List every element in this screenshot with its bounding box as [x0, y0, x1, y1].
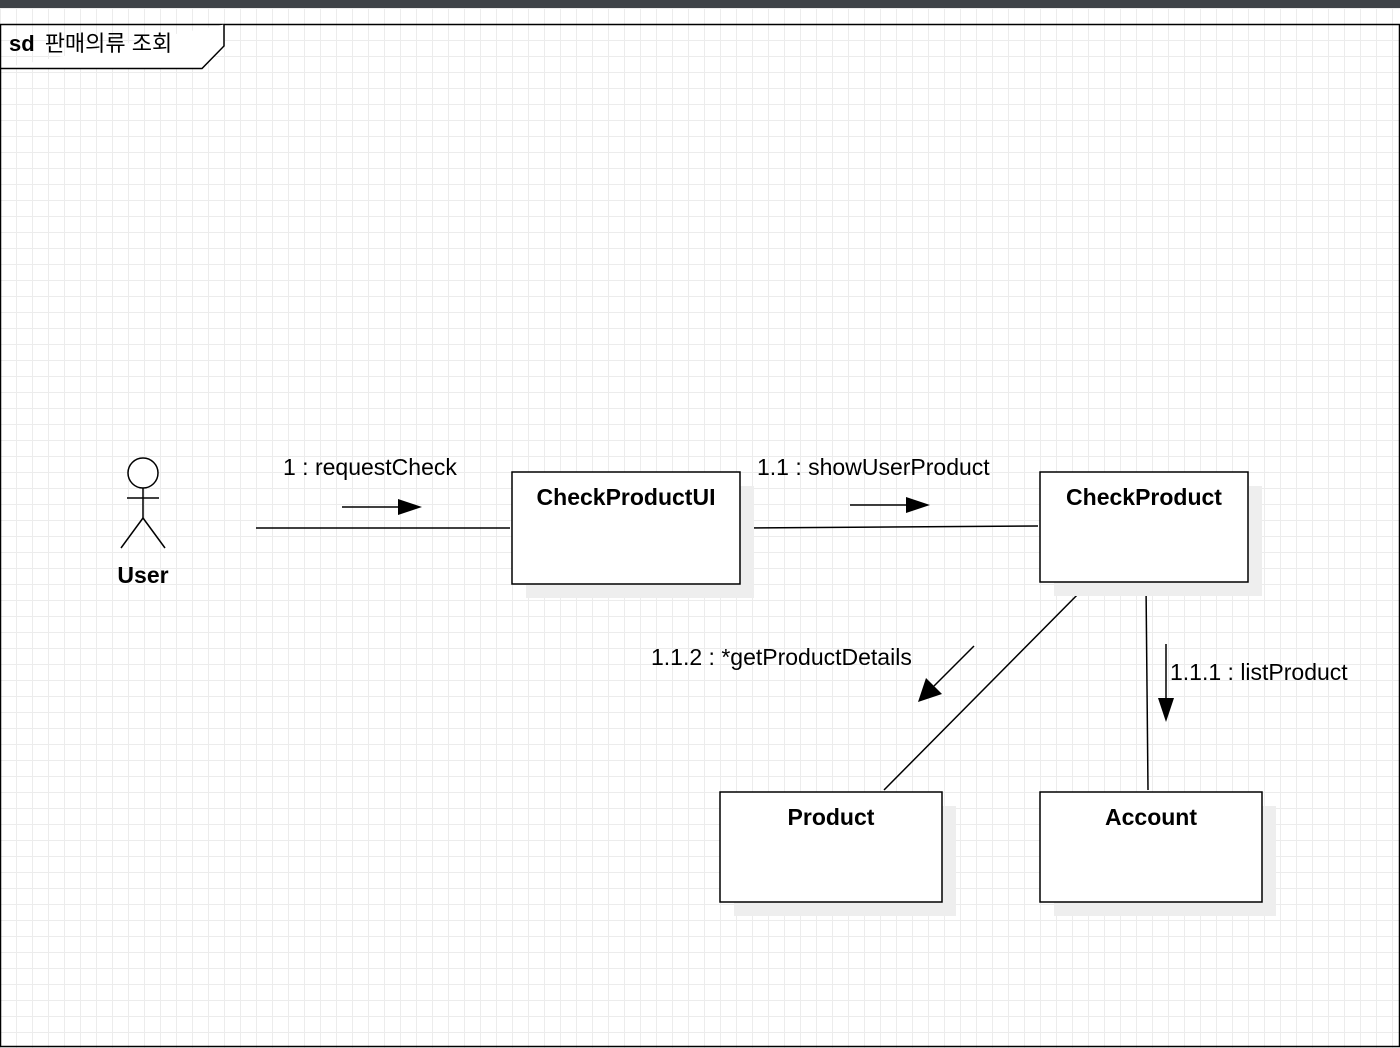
- message-label: 1.1.1 : listProduct: [1170, 659, 1348, 685]
- message-1[interactable]: 1 : requestCheck: [283, 454, 457, 515]
- message-1-1[interactable]: 1.1 : showUserProduct: [757, 454, 990, 513]
- message-label: 1.1 : showUserProduct: [757, 454, 990, 480]
- link-checkproduct-product[interactable]: [883, 583, 1089, 791]
- sequence-frame: sd 판매의류 조회: [0, 23, 1400, 1048]
- frame-keyword: sd: [9, 31, 35, 56]
- actor-name: User: [117, 562, 168, 588]
- message-arrow-icon: [1158, 644, 1174, 722]
- message-1-1-2[interactable]: 1.1.2 : *getProductDetails: [651, 644, 975, 702]
- object-label: Product: [788, 804, 875, 830]
- message-label: 1.1.2 : *getProductDetails: [651, 644, 912, 670]
- object-label: Account: [1105, 804, 1197, 830]
- object-label: CheckProductUI: [537, 484, 716, 510]
- stick-figure-icon: [120, 457, 166, 549]
- object-checkproduct[interactable]: CheckProduct: [1039, 471, 1262, 596]
- link-checkproductui-checkproduct[interactable]: [741, 525, 1039, 529]
- object-checkproductui[interactable]: CheckProductUI: [511, 471, 754, 598]
- actor-user[interactable]: User: [117, 457, 169, 588]
- link-checkproduct-account[interactable]: [1145, 583, 1149, 791]
- frame-title: sd 판매의류 조회: [9, 31, 172, 56]
- message-arrow-icon: [918, 645, 975, 702]
- object-label: CheckProduct: [1066, 484, 1222, 510]
- message-arrow-icon: [342, 499, 422, 515]
- object-account[interactable]: Account: [1039, 791, 1276, 916]
- window-top-bar: [0, 0, 1400, 8]
- message-1-1-1[interactable]: 1.1.1 : listProduct: [1158, 644, 1348, 722]
- frame-name: 판매의류 조회: [45, 31, 173, 56]
- message-arrow-icon: [850, 497, 930, 513]
- message-label: 1 : requestCheck: [283, 454, 457, 480]
- object-product[interactable]: Product: [719, 791, 956, 916]
- frame-title-tab: [0, 24, 225, 70]
